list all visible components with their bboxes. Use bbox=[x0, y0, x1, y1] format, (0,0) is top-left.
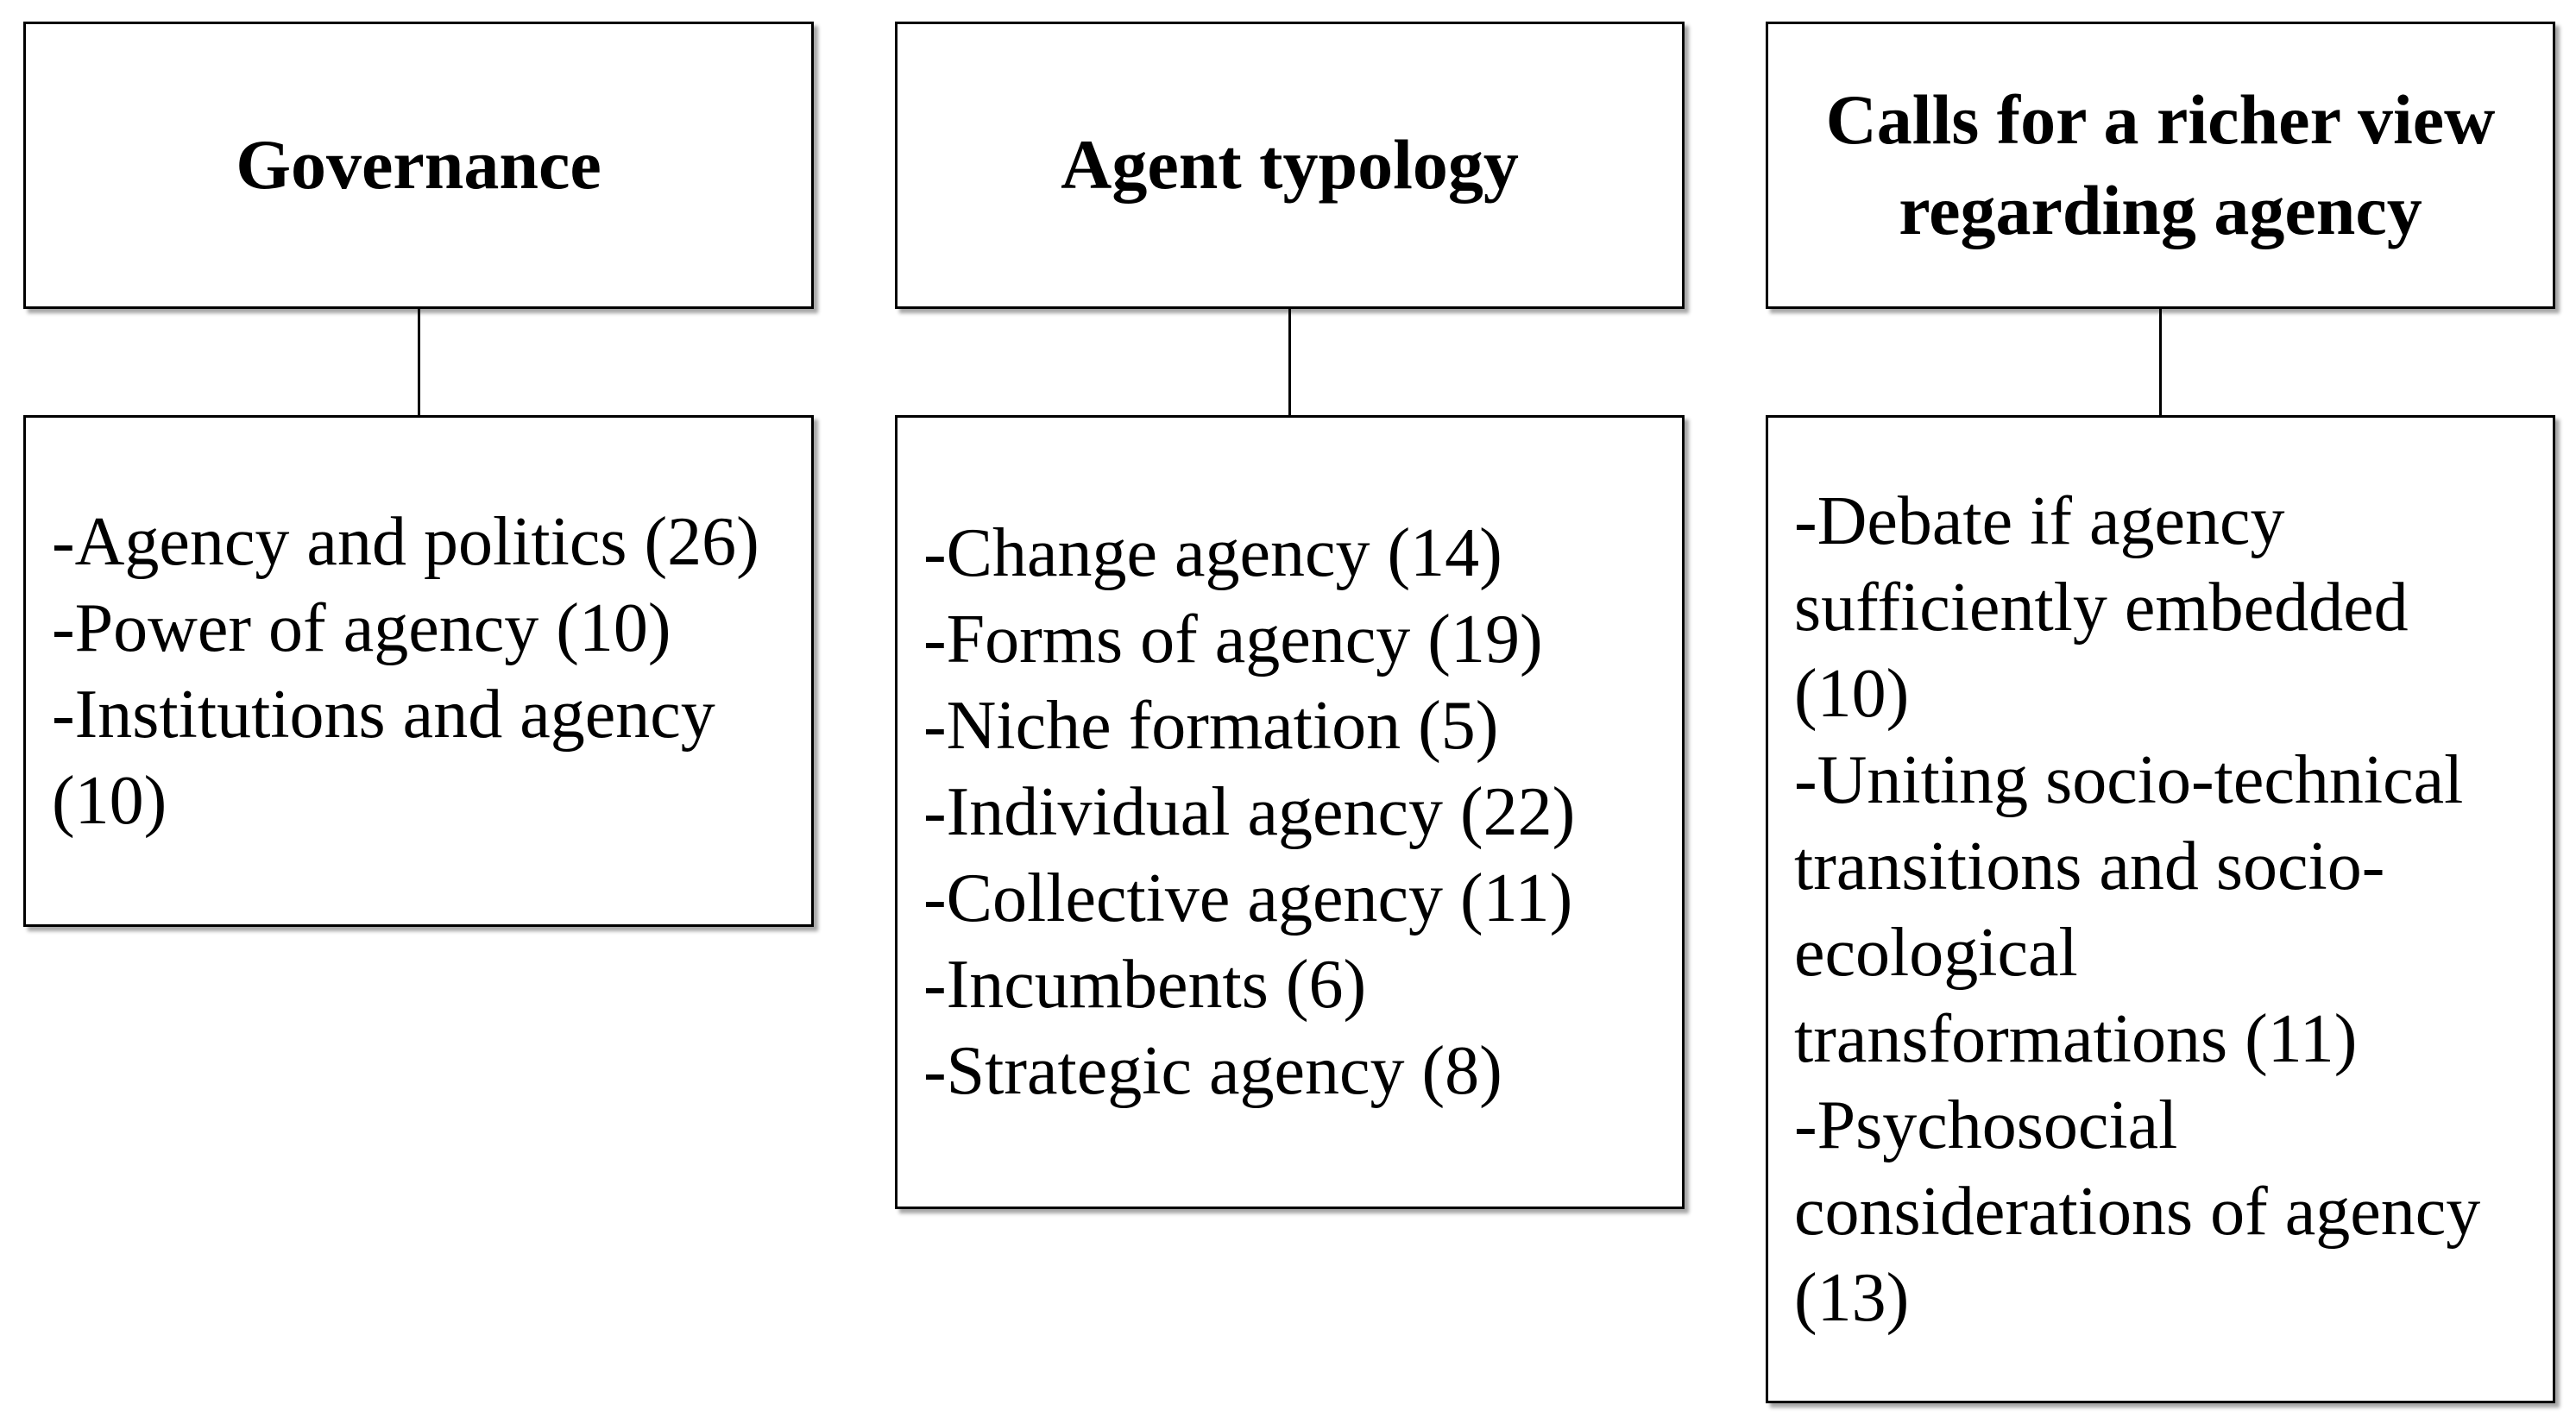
agent-typology-header-title: Agent typology bbox=[1061, 125, 1519, 205]
list-item: -Uniting socio-technical transitions and… bbox=[1794, 741, 2464, 1077]
governance-connector-line bbox=[418, 309, 420, 415]
agent-typology-items-box: -Change agency (14) -Forms of agency (19… bbox=[895, 415, 1685, 1209]
governance-items-box: -Agency and politics (26) -Power of agen… bbox=[23, 415, 814, 927]
list-item: -Institutions and agency (10) bbox=[52, 676, 715, 839]
list-item: -Collective agency (11) bbox=[923, 860, 1573, 936]
list-item: -Debate if agency sufficiently embedded … bbox=[1794, 482, 2409, 732]
governance-header-box: Governance bbox=[23, 22, 814, 309]
list-item: -Agency and politics (26) bbox=[52, 503, 759, 580]
list-item: -Niche formation (5) bbox=[923, 688, 1499, 764]
richer-view-connector-line bbox=[2159, 309, 2162, 415]
list-item: -Forms of agency (19) bbox=[923, 602, 1543, 677]
richer-view-items-box: -Debate if agency sufficiently embedded … bbox=[1766, 415, 2555, 1403]
list-item: -Individual agency (22) bbox=[923, 774, 1576, 850]
richer-view-header-box: Calls for a richer view regarding agency bbox=[1766, 22, 2555, 309]
agent-typology-header-box: Agent typology bbox=[895, 22, 1685, 309]
list-item: -Psychosocial considerations of agency (… bbox=[1794, 1087, 2481, 1336]
list-item: -Strategic agency (8) bbox=[923, 1033, 1502, 1109]
list-item: -Power of agency (10) bbox=[52, 589, 671, 666]
agent-typology-connector-line bbox=[1288, 309, 1291, 415]
list-item: -Change agency (14) bbox=[923, 515, 1502, 591]
list-item: -Incumbents (6) bbox=[923, 947, 1367, 1023]
governance-header-title: Governance bbox=[236, 125, 601, 205]
richer-view-header-title: Calls for a richer view regarding agency bbox=[1825, 79, 2496, 249]
